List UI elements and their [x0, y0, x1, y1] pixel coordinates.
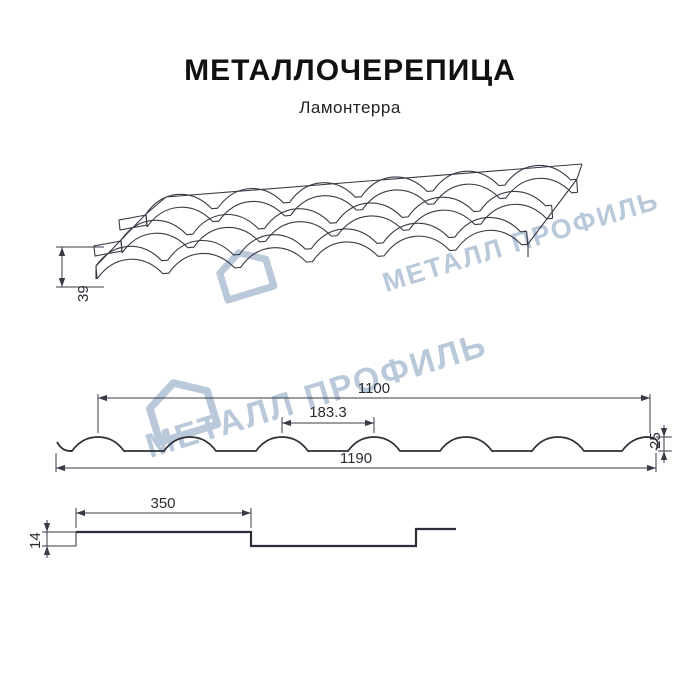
dim-label-350: 350 — [150, 495, 175, 512]
step-profile-path — [76, 527, 456, 548]
profile-cross-section-view: 1100 183.3 25 — [55, 380, 672, 472]
dim-label-183-3: 183.3 — [309, 404, 347, 421]
profile-wave-bumps — [56, 436, 659, 452]
sheet-left-tabs — [93, 214, 148, 257]
drawing-header: МЕТАЛЛОЧЕРЕПИЦА Ламонтерра — [0, 54, 700, 118]
watermark-text-lower: МЕТАЛЛ ПРОФИЛЬ — [141, 326, 491, 466]
dimension-350: 350 — [75, 495, 252, 528]
watermark-text-upper: МЕТАЛЛ ПРОФИЛЬ — [379, 185, 663, 298]
page-title: МЕТАЛЛОЧЕРЕПИЦА — [184, 54, 516, 87]
dimension-1100: 1100 — [97, 380, 651, 433]
roof-perspective-view: 39 — [56, 161, 583, 302]
step-profile-view: 14 350 — [27, 495, 456, 558]
page-subtitle: Ламонтерра — [299, 98, 401, 117]
dimension-1190: 1190 — [55, 450, 657, 472]
dim-label-39: 39 — [75, 285, 92, 302]
watermark: МЕТАЛЛ ПРОФИЛЬ МЕТАЛЛ ПРОФИЛЬ — [141, 185, 663, 466]
dim-label-25: 25 — [647, 432, 664, 449]
dimension-39: 39 — [56, 246, 104, 302]
dim-label-1190: 1190 — [340, 450, 372, 467]
dimension-14: 14 — [27, 520, 51, 558]
dimension-183-3: 183.3 — [281, 404, 375, 433]
sheet-outline — [95, 163, 583, 279]
watermark-logo-icon — [216, 246, 274, 300]
dimension-25: 25 — [647, 425, 672, 463]
dim-label-14: 14 — [27, 532, 44, 549]
dim-label-1100: 1100 — [358, 380, 390, 397]
